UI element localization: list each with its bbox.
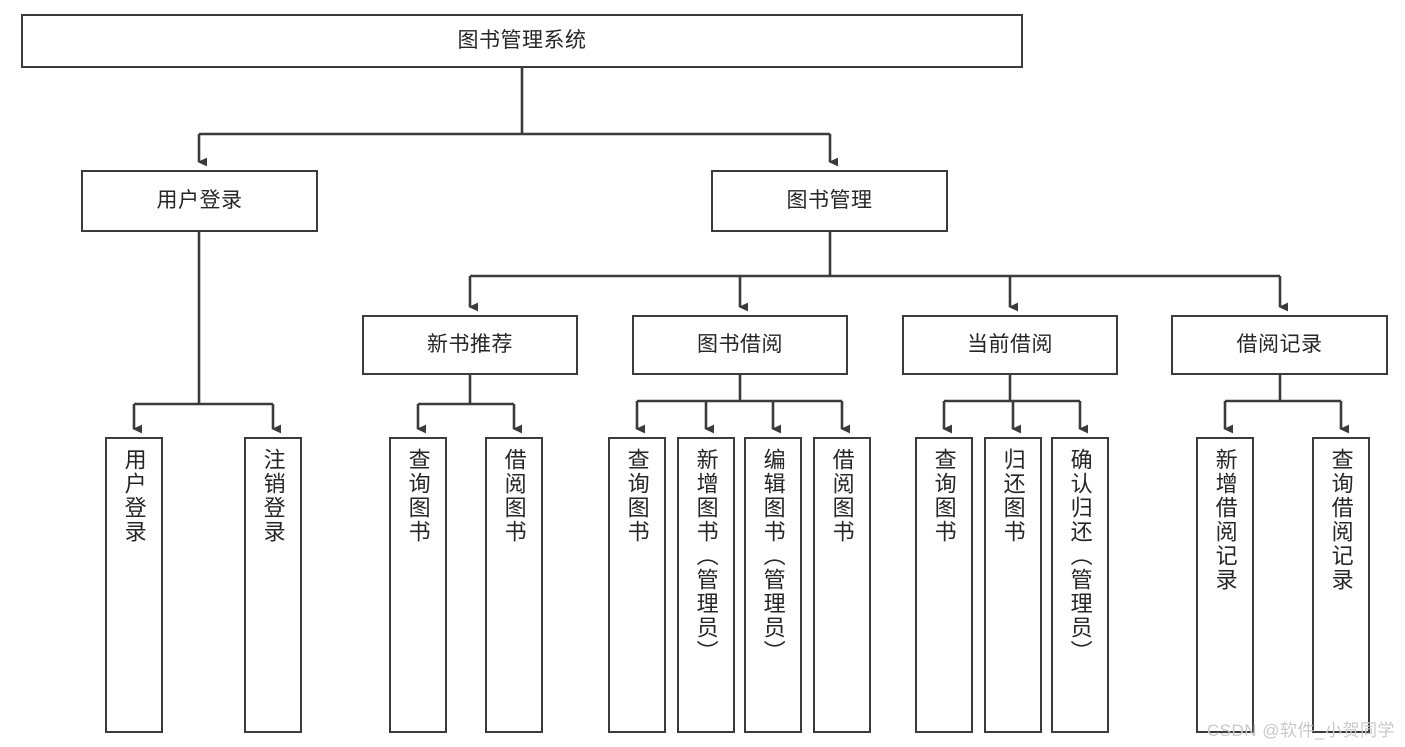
leaf-current-borrow-return-book[interactable]: 归还图书 (984, 437, 1042, 733)
leaf-borrow-record-add-record[interactable]: 新增借阅记录 (1196, 437, 1254, 733)
node-label: 图书管理系统 (457, 28, 587, 52)
node-new-book-recommend[interactable]: 新书推荐 (362, 315, 578, 375)
node-label: 注销登录 (260, 448, 286, 544)
node-label: 用户登录 (121, 448, 147, 544)
node-label: 查询图书 (624, 448, 650, 544)
leaf-book-borrow-borrow-book[interactable]: 借阅图书 (813, 437, 871, 733)
leaf-user-login-login[interactable]: 用户登录 (105, 437, 163, 733)
node-label: 新增借阅记录 (1212, 448, 1238, 592)
node-current-borrow[interactable]: 当前借阅 (902, 315, 1118, 375)
node-label: 借阅记录 (1236, 332, 1323, 356)
leaf-current-borrow-confirm-return-admin[interactable]: 确认归还（管理员） (1051, 437, 1109, 733)
node-label: 借阅图书 (501, 448, 527, 544)
node-label: 图书借阅 (697, 332, 783, 356)
node-label: 查询图书 (405, 448, 431, 544)
leaf-borrow-record-query-record[interactable]: 查询借阅记录 (1312, 437, 1370, 733)
node-label: 归还图书 (1000, 448, 1026, 544)
node-book-borrow[interactable]: 图书借阅 (632, 315, 848, 375)
leaf-current-borrow-query-book[interactable]: 查询图书 (915, 437, 973, 733)
watermark-text: CSDN @软件_小贺同学 (1206, 721, 1395, 740)
node-label: 确认归还（管理员） (1067, 448, 1093, 664)
node-label: 查询图书 (931, 448, 957, 544)
node-label: 新书推荐 (427, 332, 513, 356)
leaf-new-book-borrow-book[interactable]: 借阅图书 (485, 437, 543, 733)
node-root-book-management-system[interactable]: 图书管理系统 (21, 14, 1023, 68)
node-user-login[interactable]: 用户登录 (81, 170, 318, 232)
node-label: 用户登录 (156, 188, 243, 212)
leaf-book-borrow-edit-book-admin[interactable]: 编辑图书（管理员） (744, 437, 802, 733)
node-label: 借阅图书 (829, 448, 855, 544)
node-borrow-record[interactable]: 借阅记录 (1171, 315, 1388, 375)
node-label: 新增图书（管理员） (693, 448, 719, 664)
node-label: 当前借阅 (967, 332, 1053, 356)
leaf-new-book-query-book[interactable]: 查询图书 (389, 437, 447, 733)
node-label: 查询借阅记录 (1328, 448, 1354, 592)
leaf-book-borrow-add-book-admin[interactable]: 新增图书（管理员） (677, 437, 735, 733)
leaf-user-login-logout[interactable]: 注销登录 (244, 437, 302, 733)
node-book-management[interactable]: 图书管理 (711, 170, 948, 232)
leaf-book-borrow-query-book[interactable]: 查询图书 (608, 437, 666, 733)
node-label: 编辑图书（管理员） (760, 448, 786, 664)
node-label: 图书管理 (786, 188, 873, 212)
